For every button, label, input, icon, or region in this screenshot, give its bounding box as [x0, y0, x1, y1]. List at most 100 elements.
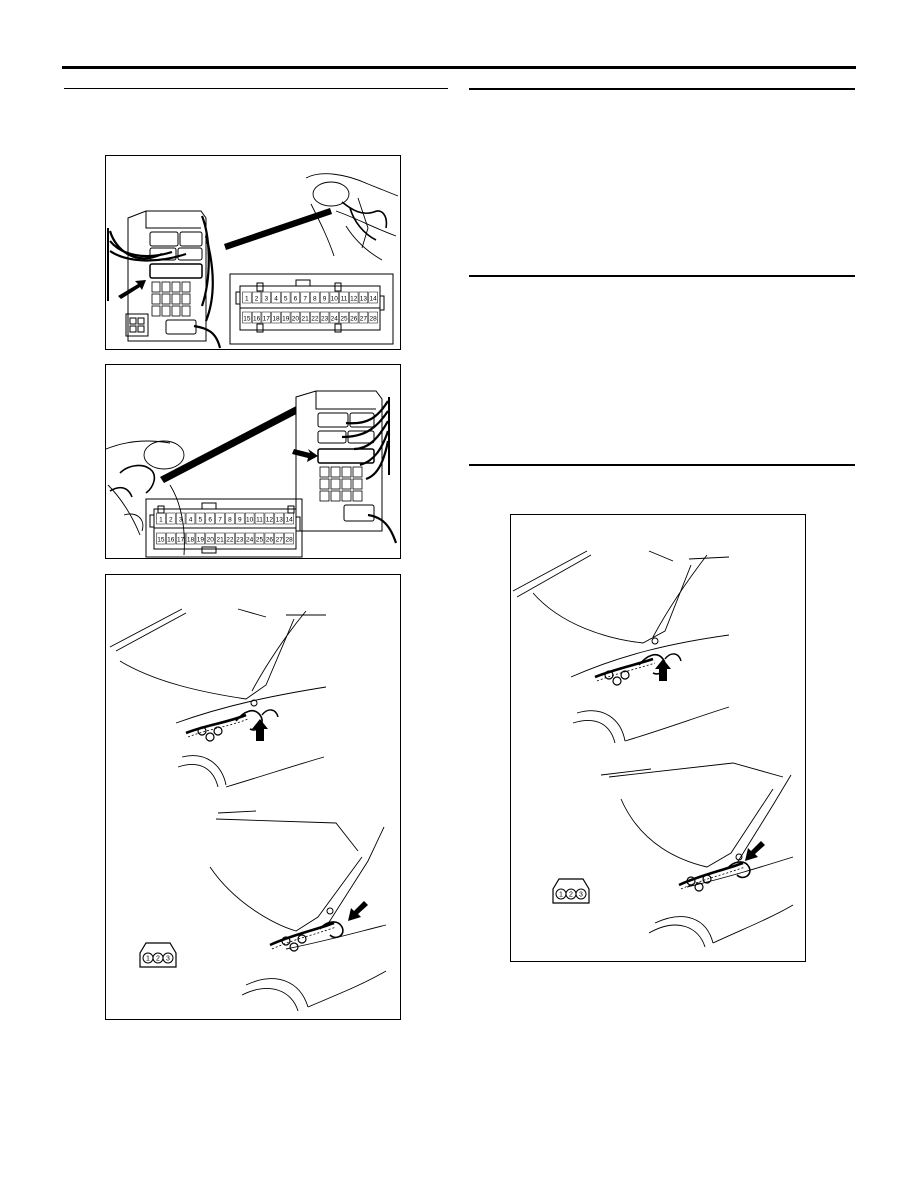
- pin-cell: [244, 532, 255, 545]
- pin-cell: [225, 512, 235, 525]
- pin-cell: [166, 512, 176, 525]
- pin-cell: [156, 532, 166, 545]
- section-rule-right-1: [469, 88, 855, 90]
- pin-label: 16: [253, 316, 261, 323]
- pin-cell: [300, 311, 310, 324]
- pin-label: 17: [263, 316, 271, 323]
- pin-label: 25: [256, 537, 264, 544]
- pin-cell: [274, 532, 284, 545]
- pin-cell: [205, 512, 215, 525]
- pin-label: 10: [331, 296, 339, 303]
- connector-pin-label: 3: [166, 956, 170, 963]
- pin-cell: [264, 532, 275, 545]
- pin-cell: [264, 512, 275, 525]
- pin-label: 24: [331, 316, 339, 323]
- pin-label: 21: [216, 537, 224, 544]
- pin-cell: [215, 532, 225, 545]
- pin-cell: [349, 311, 359, 324]
- pin-label: 4: [274, 296, 278, 303]
- pin-cell: [254, 512, 265, 525]
- connector-pin-label: 1: [146, 956, 150, 963]
- pin-cell: [339, 311, 349, 324]
- pin-label: 15: [157, 537, 165, 544]
- pin-label: 9: [323, 296, 327, 303]
- pin-label: 28: [370, 316, 378, 323]
- pin-cell: [205, 532, 215, 545]
- pin-cell: [319, 291, 330, 304]
- pin-cell: [242, 311, 252, 324]
- pin-cell: [290, 291, 301, 304]
- pin-label: 16: [167, 537, 175, 544]
- section-rule-right-3: [469, 464, 855, 466]
- pin-label: 4: [189, 517, 193, 524]
- pin-cell: [215, 512, 225, 525]
- pin-label: 8: [228, 517, 232, 524]
- pin-label: 11: [341, 296, 348, 303]
- connector-pin-label: 2: [569, 892, 573, 899]
- pin-label: 1: [159, 517, 163, 524]
- connector-pin-label: 1: [559, 892, 563, 899]
- pin-label: 14: [285, 517, 293, 524]
- pin-label: 13: [276, 517, 284, 524]
- pin-cell: [310, 291, 320, 304]
- pin-cell: [290, 311, 301, 324]
- pin-cell: [225, 532, 235, 545]
- pin-cell: [244, 512, 255, 525]
- pin-label: 2: [255, 296, 259, 303]
- pin-cell: [284, 532, 294, 545]
- pin-cell: [310, 311, 320, 324]
- pin-label: 17: [177, 537, 185, 544]
- pin-label: 3: [179, 517, 183, 524]
- pin-label: 27: [360, 316, 368, 323]
- pin-cell: [195, 532, 206, 545]
- pin-cell: [274, 512, 284, 525]
- pin-cell: [339, 291, 349, 304]
- pin-cell: [349, 291, 359, 304]
- pin-label: 8: [313, 296, 317, 303]
- pin-cell: [368, 291, 378, 304]
- pin-cell: [358, 291, 369, 304]
- pin-label: 12: [350, 296, 358, 303]
- pin-label: 3: [264, 296, 268, 303]
- pin-cell: [185, 532, 196, 545]
- pin-cell: [368, 311, 378, 324]
- pin-cell: [175, 532, 186, 545]
- connector-pin-circle: [162, 952, 174, 964]
- connector-pin-label: 2: [156, 956, 160, 963]
- pin-label: 18: [272, 316, 280, 323]
- pin-cell: [175, 512, 186, 525]
- pin-cell: [235, 512, 245, 525]
- pin-label: 18: [187, 537, 195, 544]
- pin-label: 24: [246, 537, 254, 544]
- pin-cell: [281, 291, 291, 304]
- pin-label: 20: [207, 537, 215, 544]
- pin-label: 19: [197, 537, 205, 544]
- section-rule-left: [64, 88, 448, 89]
- pin-label: 7: [303, 296, 307, 303]
- pin-cell: [156, 512, 166, 525]
- connector-pin-circle: [575, 888, 587, 900]
- pin-cell: [271, 311, 281, 324]
- pin-label: 22: [226, 537, 234, 544]
- pin-cell: [242, 291, 252, 304]
- pin-cell: [300, 291, 310, 304]
- pin-label: 5: [199, 517, 203, 524]
- pin-label: 1: [245, 296, 249, 303]
- pin-label: 15: [243, 316, 251, 323]
- header-rule: [62, 66, 856, 69]
- pin-cell: [329, 291, 339, 304]
- pin-cell: [261, 311, 271, 324]
- pin-label: 9: [238, 517, 242, 524]
- pin-label: 23: [236, 537, 244, 544]
- pin-cell: [251, 311, 262, 324]
- pin-label: 28: [285, 537, 293, 544]
- pin-label: 20: [292, 316, 300, 323]
- pin-cell: [329, 311, 339, 324]
- pin-cell: [319, 311, 330, 324]
